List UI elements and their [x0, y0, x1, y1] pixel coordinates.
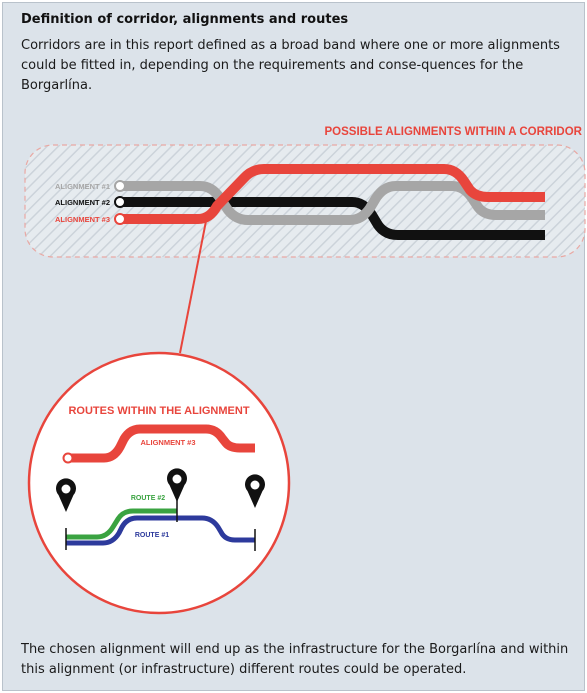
route-1-line [66, 515, 255, 546]
outro-paragraph: The chosen alignment will end up as the … [21, 642, 569, 677]
circle-alignment-3-label: ALIGNMENT #3 [140, 438, 195, 447]
alignment-2-start-node [114, 196, 126, 208]
alignment-1-start-node [114, 180, 126, 192]
alignment-3-line [120, 164, 545, 224]
route-1-label: ROUTE #1 [135, 532, 169, 539]
route-2-line [66, 508, 177, 540]
circle-alignment-3-start-node [62, 452, 74, 464]
alignment-2-label: ALIGNMENT #2 [55, 198, 110, 207]
alignment-3-start-node [114, 213, 126, 225]
circle-alignment-3-line [68, 424, 255, 463]
intro-paragraph: Corridors are in this report defined as … [21, 38, 560, 93]
map-pin-icon [167, 468, 187, 502]
alignment-2-line [120, 197, 545, 240]
zoom-connector-dot [204, 213, 210, 219]
corridor-title: POSSIBLE ALIGNMENTS WITHIN A CORRIDOR [325, 126, 583, 138]
routes-circle-title: ROUTES WITHIN THE ALIGNMENT [68, 405, 249, 417]
alignment-3-label: ALIGNMENT #3 [55, 215, 110, 224]
map-pin-icon [56, 478, 76, 512]
panel-heading: Definition of corridor, alignments and r… [21, 12, 349, 27]
routes-zoom-circle [27, 351, 291, 615]
route-2-label: ROUTE #2 [131, 495, 165, 502]
alignment-1-label: ALIGNMENT #1 [55, 182, 110, 191]
map-pin-icon [245, 474, 265, 508]
zoom-connector-line [179, 215, 208, 354]
